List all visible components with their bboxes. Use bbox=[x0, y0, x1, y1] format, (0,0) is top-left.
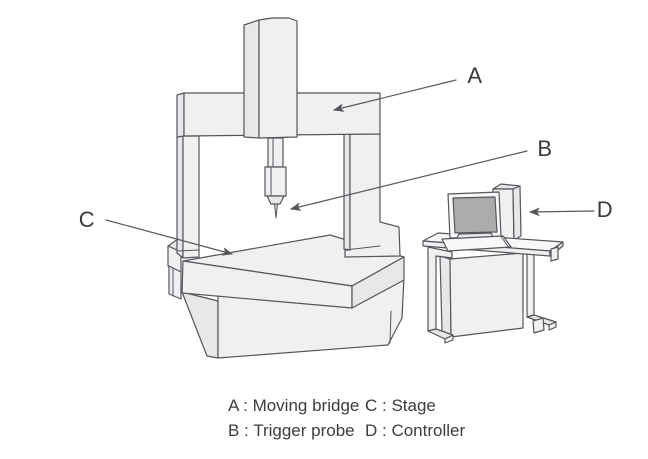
cabinet bbox=[449, 252, 524, 338]
callout-label-c: C bbox=[78, 207, 96, 232]
callout-label-d: D bbox=[596, 197, 614, 222]
callout-arrows bbox=[105, 79, 595, 256]
desk-leg-right bbox=[526, 250, 535, 318]
callout-arrow-d bbox=[528, 207, 595, 217]
legend-item-stage: C : Stage bbox=[365, 396, 436, 415]
right-leg-side bbox=[343, 133, 351, 251]
monitor-screen bbox=[452, 196, 498, 234]
left-leg bbox=[182, 135, 200, 259]
desk-overhang-bracket bbox=[550, 246, 559, 262]
callout-arrow-b bbox=[289, 150, 528, 211]
stage-right-face bbox=[351, 256, 405, 309]
left-guide-rail bbox=[168, 265, 182, 300]
legend-item-controller: D : Controller bbox=[365, 421, 466, 440]
cabinet-left-face bbox=[439, 255, 452, 338]
legend: A : Moving bridge C : Stage B : Trigger … bbox=[228, 397, 465, 439]
right-leg-foot-edge bbox=[344, 245, 381, 251]
probe-shaft bbox=[267, 137, 284, 168]
keyboard bbox=[441, 235, 512, 252]
desk-leg-left-foot-front bbox=[444, 334, 454, 344]
probe-tip-holder bbox=[266, 195, 285, 205]
controller-station-illustration bbox=[422, 183, 564, 344]
legend-item-moving-bridge: A : Moving bridge bbox=[228, 396, 360, 415]
right-leg bbox=[344, 133, 401, 258]
bridge-beam-left-face bbox=[176, 92, 185, 138]
machine-base-left-face bbox=[181, 291, 219, 359]
z-column bbox=[258, 17, 298, 139]
callout-label-a: A bbox=[467, 63, 483, 88]
probe-body bbox=[264, 166, 287, 197]
z-column-left-face bbox=[243, 19, 260, 139]
cmm-machine-illustration bbox=[167, 17, 405, 359]
callout-arrow-a bbox=[332, 79, 457, 112]
callout-arrow-c bbox=[105, 219, 234, 256]
desk-leg-right-foot-front bbox=[548, 321, 557, 331]
legend-item-trigger-probe: B : Trigger probe bbox=[228, 421, 355, 440]
machine-base-foot-edge bbox=[389, 310, 392, 344]
left-leg-foot-edge bbox=[176, 249, 200, 252]
keyboard-fold-line bbox=[500, 236, 510, 248]
controller-tower-side bbox=[512, 185, 522, 241]
desk-leg-right-front-foot bbox=[532, 317, 545, 334]
probe-stylus bbox=[274, 203, 278, 219]
callout-label-b: B bbox=[537, 136, 553, 161]
